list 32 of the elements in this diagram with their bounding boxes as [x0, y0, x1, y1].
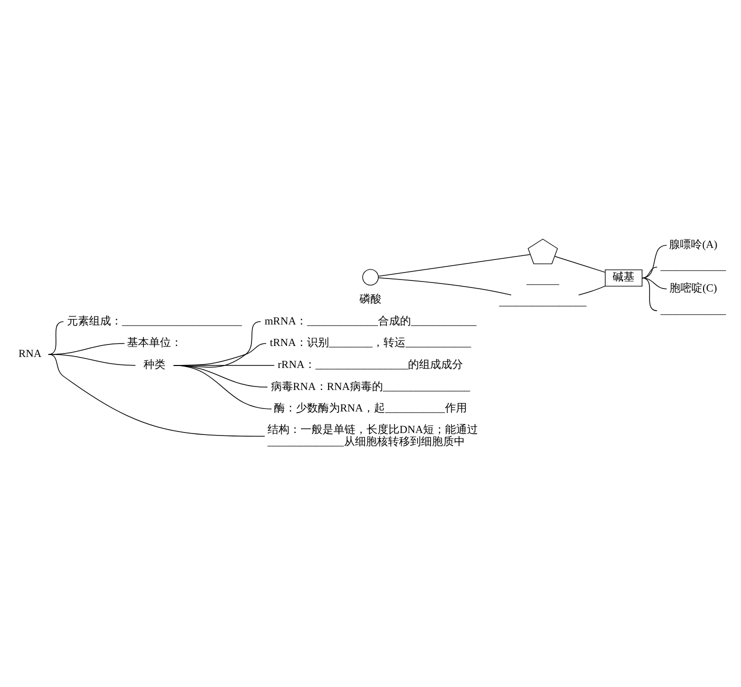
node-text: RNA: [18, 348, 42, 360]
connector: [642, 278, 668, 290]
node-text: 种类: [144, 358, 166, 371]
node-box: 碱基: [604, 269, 642, 287]
node-label: 磷酸: [360, 293, 382, 306]
connector: [554, 256, 606, 273]
connector: [48, 354, 136, 366]
node-text: 元素组成：______________________: [67, 315, 242, 328]
node-text: 腺嘌呤(A): [669, 238, 718, 251]
node-text: tRNA：识别________，转运____________: [270, 337, 472, 350]
node-text: 结构：一般是单链，长度比DNA短；能通过______________从细胞核转移到细胞质中: [267, 424, 478, 448]
connector: [578, 286, 606, 296]
connector: [378, 254, 531, 277]
node-text: 酶：少数酶为RNA，起___________作用: [274, 402, 468, 415]
node-text: rRNA：_________________的组成成分: [278, 358, 464, 371]
node-text: ____________: [660, 260, 726, 273]
connector: [48, 354, 266, 437]
node-circle: [362, 269, 379, 286]
connector: [48, 321, 64, 355]
node-label: ______: [526, 274, 560, 286]
node-text: mRNA：_____________合成的____________: [264, 315, 476, 328]
connector: [378, 277, 512, 296]
node-text: 胞嘧啶(C): [669, 282, 718, 294]
connector: [642, 266, 658, 278]
connector: [642, 278, 658, 312]
node-text: 病毒RNA：RNA病毒的________________: [270, 380, 470, 393]
node-text: 基本单位：: [127, 337, 182, 350]
connector: [173, 364, 272, 410]
node-text: ________________: [499, 296, 586, 308]
connector: [642, 244, 668, 278]
node-pentagon: [528, 238, 558, 264]
node-text: ____________: [660, 304, 726, 316]
